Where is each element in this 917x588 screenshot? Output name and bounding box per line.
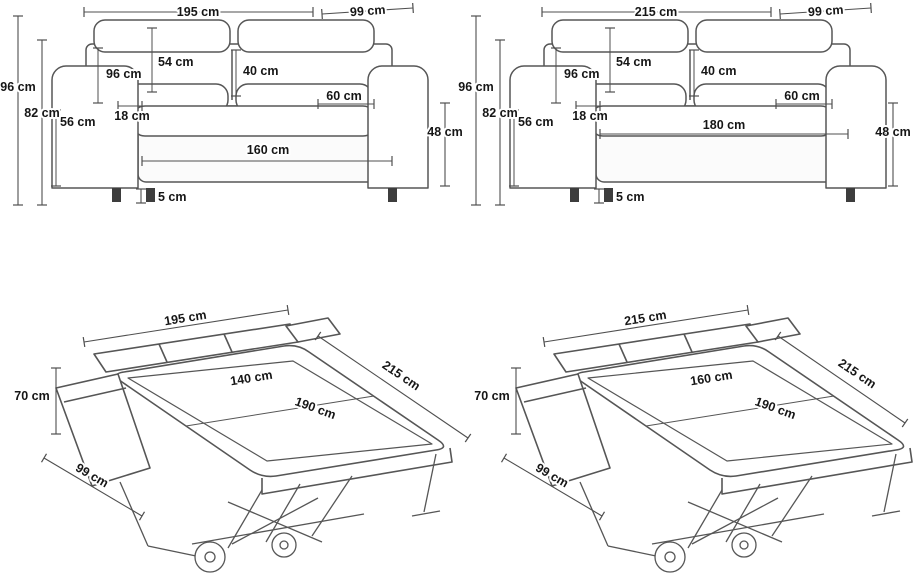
large-sofa-front-view: 215 cm 99 cm 96 cm 82 cm 96 cm 54 cm 40 … [456,1,912,206]
dim-label-total-height: 96 cm [458,80,493,94]
large-sofa-bed-dimension-lines [500,304,909,521]
dim-label-armrest-height: 56 cm [60,115,95,129]
large-sofa-bed-view: 215 cm 215 cm 160 cm 190 cm 70 cm 99 cm [472,304,913,573]
large-sofa-bed-drawing [515,317,913,573]
dim-label-seat-cushion: 60 cm [326,89,361,103]
dim-label-headrest: 54 cm [158,55,193,69]
dim-label-backrest-height: 96 cm [106,67,141,81]
dim-label-unfolded-depth: 215 cm [836,356,879,391]
small-sofa-front-view: 195 cm 99 cm 96 cm 82 cm 96 cm 54 cm 40 … [0,1,465,206]
dim-label-unfolded-depth: 215 cm [380,358,423,393]
dim-label-arm-height: 70 cm [474,389,509,403]
dim-label-total-width: 195 cm [177,5,219,19]
dim-label-unfolded-width: 195 cm [163,308,207,328]
dim-label-seat-height: 48 cm [875,125,910,139]
dim-label-back-cushion: 40 cm [243,64,278,78]
dim-label-total-depth: 99 cm [808,3,844,19]
dim-label-arm-height: 70 cm [14,389,49,403]
dim-label-back-height: 82 cm [482,106,517,120]
small-sofa-dimension-lines [13,2,450,206]
dim-label-unfolded-width: 215 cm [623,308,667,328]
small-sofa-bed-dimension-lines [40,304,472,521]
dim-label-total-depth: 99 cm [350,3,386,19]
dim-label-total-width: 215 cm [635,5,677,19]
dim-label-armrest-width: 18 cm [114,109,149,123]
dim-label-headrest: 54 cm [616,55,651,69]
large-sofa-dimension-lines [471,2,898,206]
dim-label-seat-height: 48 cm [427,125,462,139]
dim-label-backrest-height: 96 cm [564,67,599,81]
dim-label-armrest-height: 56 cm [518,115,553,129]
small-sofa-bed-drawing [55,317,453,573]
dim-label-total-height: 96 cm [0,80,35,94]
dim-label-back-cushion: 40 cm [701,64,736,78]
dim-label-leg-height: 5 cm [158,190,187,204]
dim-label-leg-height: 5 cm [616,190,645,204]
small-sofa-drawing [51,19,429,203]
small-sofa-bed-view: 195 cm 215 cm 140 cm 190 cm 70 cm 99 cm [12,304,472,573]
dim-label-back-height: 82 cm [24,106,59,120]
dim-label-seat-cushion: 60 cm [784,89,819,103]
dim-label-seat-width: 160 cm [247,143,289,157]
dim-label-seat-width: 180 cm [703,118,745,132]
dim-label-armrest-width: 18 cm [572,109,607,123]
large-sofa-drawing [509,19,887,203]
